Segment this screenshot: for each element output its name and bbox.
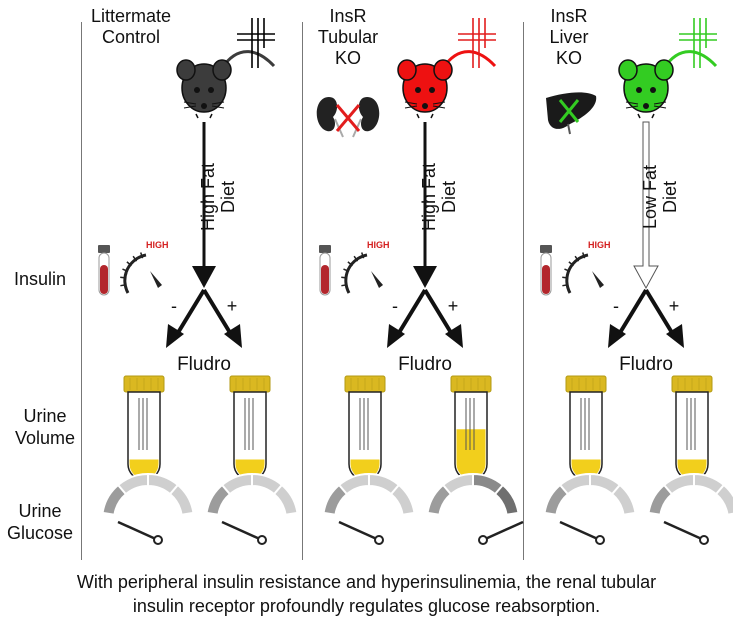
mouse-icon [176, 50, 276, 119]
panel-3: HIGH [540, 18, 733, 545]
urine-level [456, 429, 486, 479]
panel-3-diet-label: Low Fat Diet [640, 164, 680, 230]
insulin-gauge-icon: HIGH [319, 240, 390, 296]
panel-1: HIGH [98, 18, 299, 545]
insulin-gauge-icon: HIGH [540, 240, 611, 296]
panel-2: HIGH [316, 18, 524, 545]
diet-arrow [192, 122, 216, 288]
panel-2-title: InsR Tubular KO [317, 6, 379, 68]
panel-2-minus-label: - [392, 296, 398, 316]
liver-icon [546, 92, 597, 135]
panel-1-diet-label: High Fat Diet [198, 162, 238, 232]
urine-tube-2 [671, 375, 713, 481]
panel-3-fludro-label: Fludro [619, 354, 673, 375]
kidney-icon [316, 97, 380, 138]
footer-caption: With peripheral insulin resistance and h… [76, 572, 657, 616]
genotype-barcode-icon [458, 18, 496, 68]
urine-glucose-gauge-2 [647, 472, 733, 545]
panel-3-minus-label: - [613, 296, 619, 316]
high-label: HIGH [367, 240, 390, 250]
insulin-gauge-icon: HIGH [98, 240, 169, 296]
panel-3-plus-label: + [668, 296, 680, 316]
urine-tube-1 [123, 375, 165, 481]
diet-arrow [413, 122, 437, 288]
genotype-barcode-icon [237, 18, 275, 68]
fludro-split-arrows [608, 288, 684, 348]
urine-tube-2 [450, 375, 492, 481]
row-label-insulin: Insulin [13, 269, 67, 289]
fludro-split-arrows [387, 288, 463, 348]
panel-1-minus-label: - [171, 296, 177, 316]
urine-tube-1 [565, 375, 607, 481]
panel-1-plus-label: + [226, 296, 238, 316]
urine-glucose-gauge-2 [205, 472, 299, 545]
urine-glucose-gauge-1 [322, 472, 416, 545]
panel-2-plus-label: + [447, 296, 459, 316]
mouse-icon [397, 50, 497, 119]
row-label-urine-volume: Urine Volume [14, 406, 76, 448]
mouse-icon [618, 50, 718, 119]
high-label: HIGH [146, 240, 169, 250]
urine-tube-1 [344, 375, 386, 481]
panel-2-fludro-label: Fludro [398, 354, 452, 375]
diet-arrow [633, 121, 659, 290]
panel-3-title: InsR Liver KO [549, 6, 589, 68]
panel-1-title: Littermate Control [90, 6, 172, 47]
row-label-urine-glucose: Urine Glucose [6, 501, 74, 543]
genotype-barcode-icon [679, 18, 717, 68]
urine-glucose-gauge-1 [543, 472, 637, 545]
panel-2-diet-label: High Fat Diet [419, 162, 459, 232]
panel-1-fludro-label: Fludro [177, 354, 231, 375]
fludro-split-arrows [166, 288, 242, 348]
high-label: HIGH [588, 240, 611, 250]
urine-tube-2 [229, 375, 271, 481]
urine-glucose-gauge-2 [426, 472, 524, 545]
urine-glucose-gauge-1 [101, 472, 195, 545]
